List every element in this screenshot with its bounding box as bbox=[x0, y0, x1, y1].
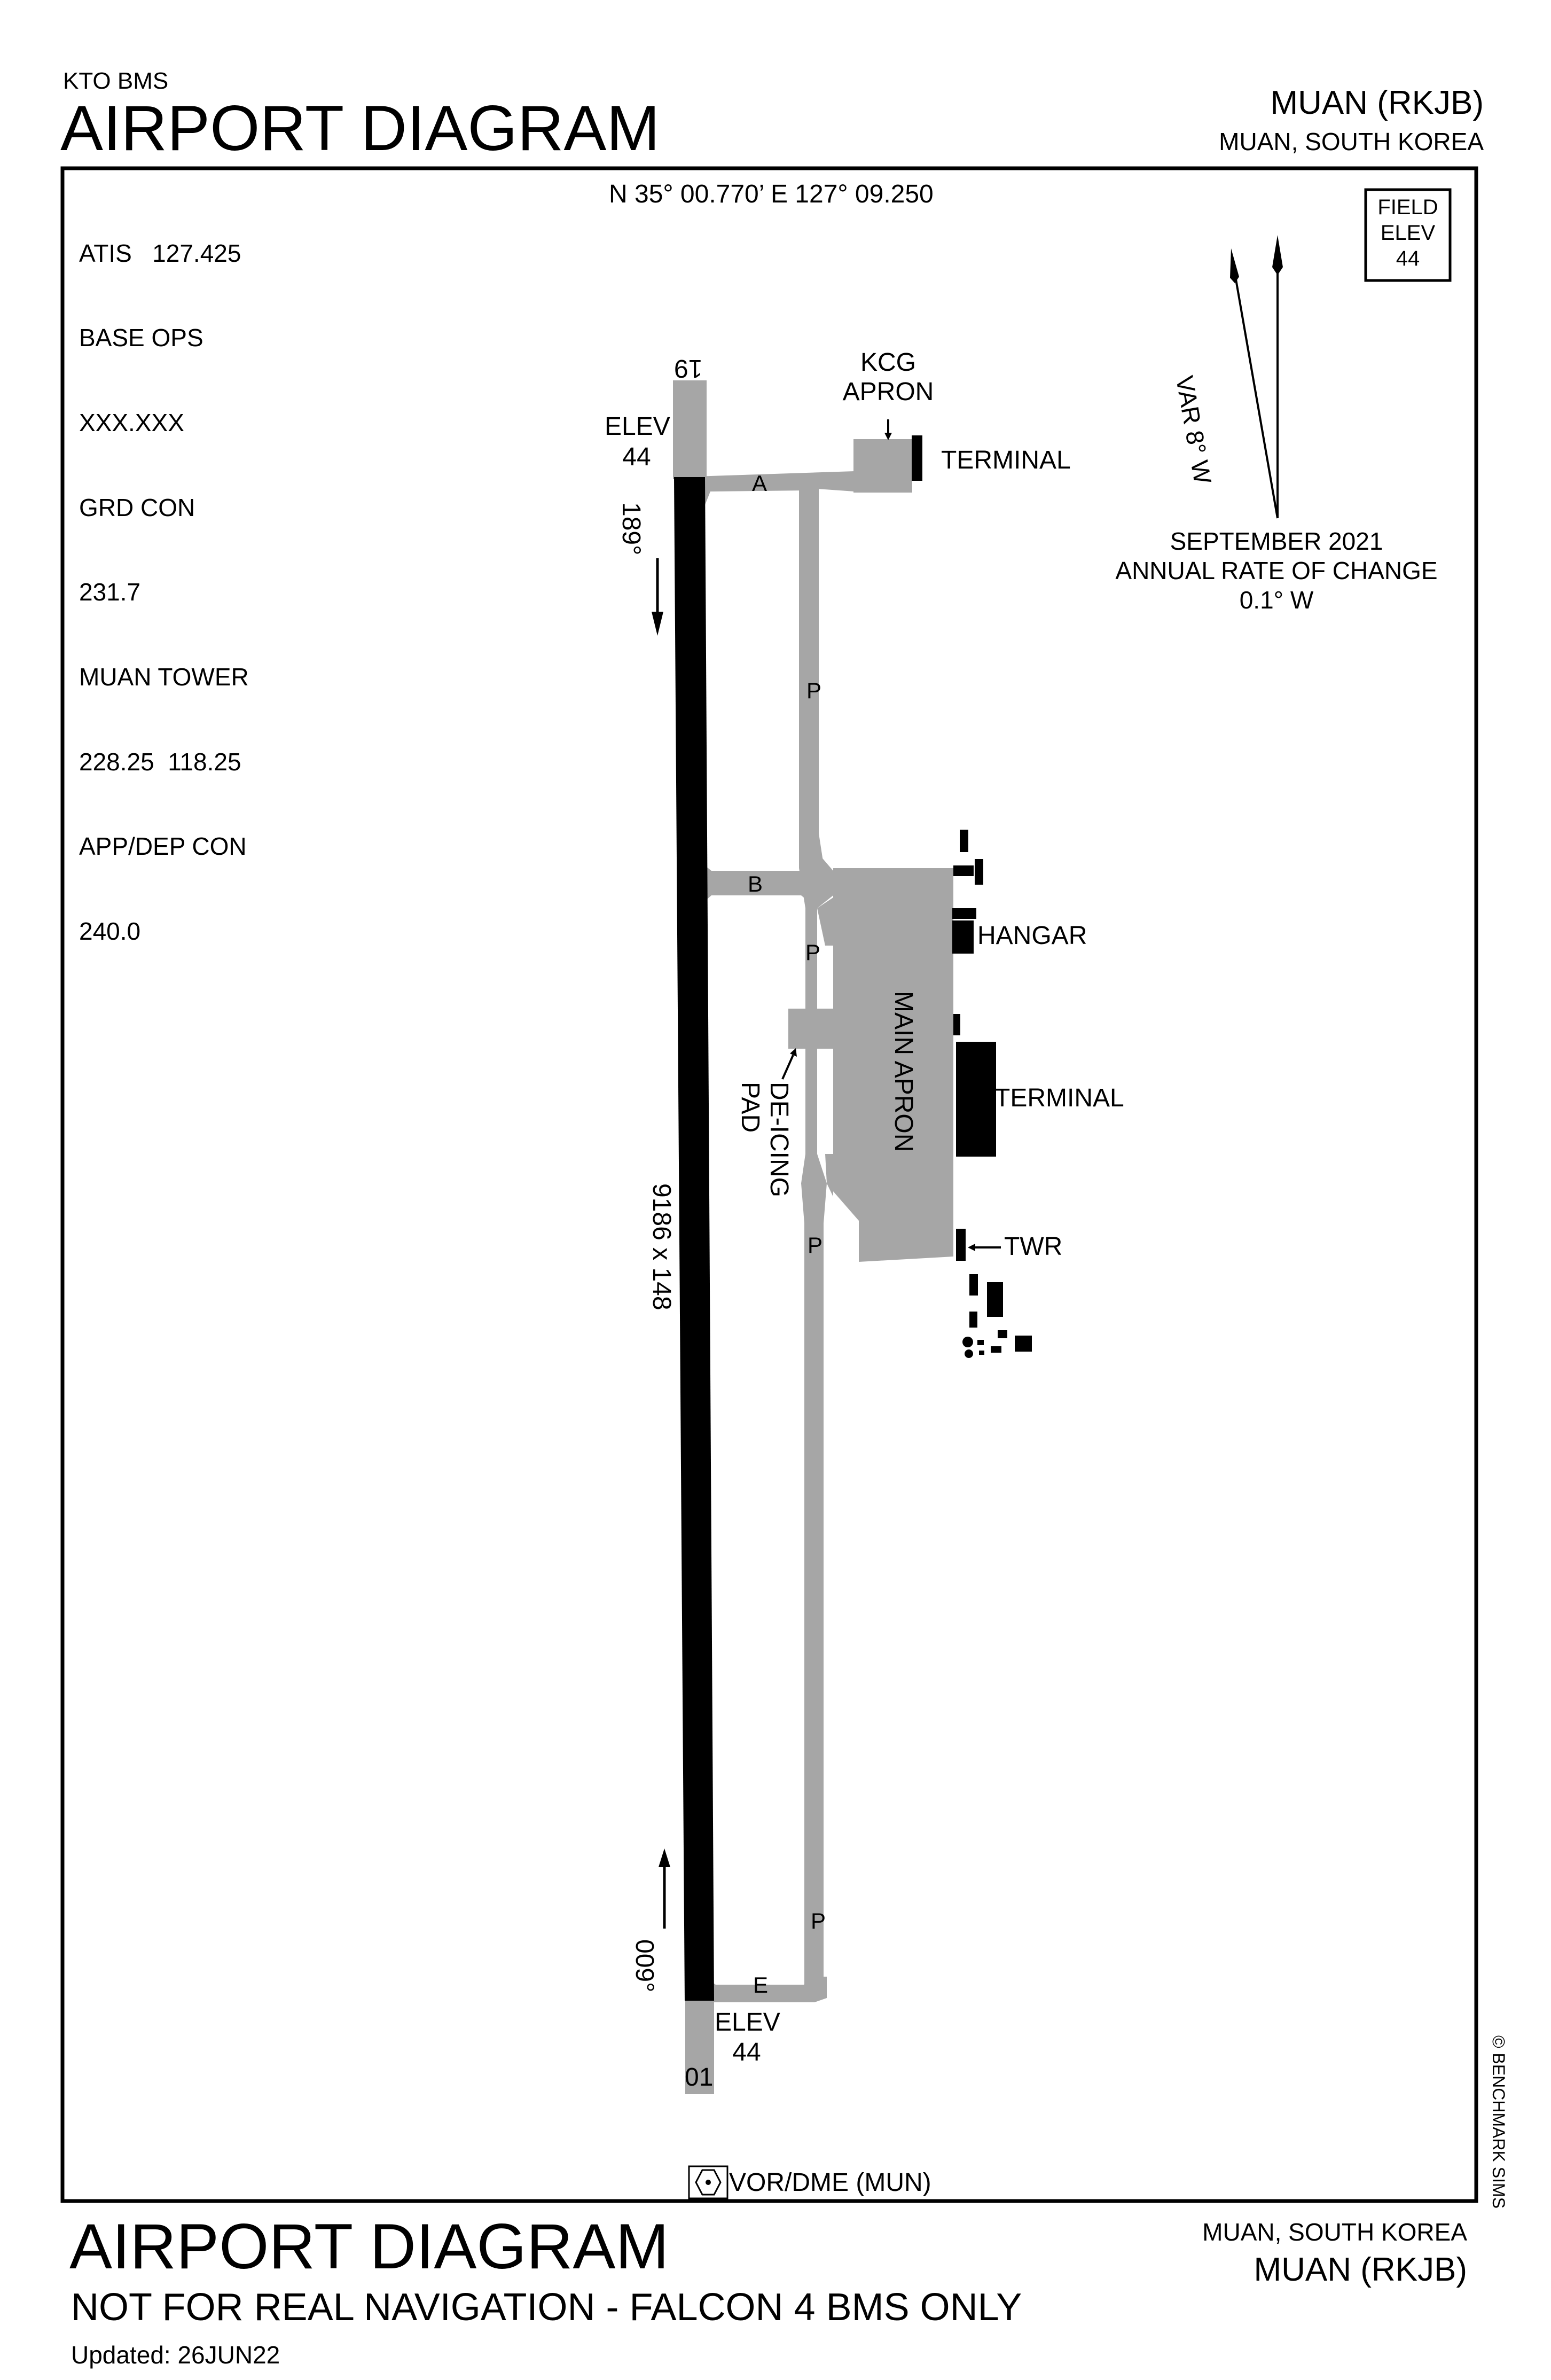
taxiway-e-label: E bbox=[753, 1972, 769, 1997]
north-arrows bbox=[1230, 235, 1283, 519]
app-dep-label: APP/DEP CON bbox=[79, 832, 247, 861]
building-8 bbox=[969, 1312, 977, 1328]
terminal-north-label: TERMINAL bbox=[941, 446, 1071, 474]
leader-lines bbox=[781, 419, 1001, 1251]
field-elev-box bbox=[1364, 188, 1452, 282]
taxiway-p-label-2: P bbox=[805, 940, 821, 965]
taxiway-b bbox=[697, 852, 860, 908]
ground-freq: 231.7 bbox=[79, 578, 141, 606]
airport-coordinates: N 35° 00.770’ E 127° 09.250 bbox=[609, 180, 934, 208]
atis-freq: ATIS 127.425 bbox=[79, 239, 241, 267]
airport-name: MUAN (RKJB) bbox=[1270, 84, 1484, 121]
building-10 bbox=[1015, 1336, 1032, 1352]
kcg-terminal-building bbox=[912, 435, 922, 481]
app-dep-freq: 240.0 bbox=[79, 917, 141, 946]
page-title: AIRPORT DIAGRAM bbox=[60, 92, 660, 164]
taxiway-p-label-4: P bbox=[811, 1908, 826, 1933]
building-2 bbox=[953, 865, 974, 876]
footer-title: AIRPORT DIAGRAM bbox=[69, 2211, 669, 2282]
north-elev-label: ELEV bbox=[605, 412, 670, 441]
building-4 bbox=[952, 908, 976, 919]
deicing-pad-label-1: DE-ICING bbox=[765, 1082, 793, 1197]
building-12 bbox=[991, 1346, 1001, 1353]
footer-location: MUAN, SOUTH KOREA bbox=[1202, 2218, 1467, 2246]
field-elev-label-2: ELEV bbox=[1380, 221, 1436, 245]
main-apron bbox=[833, 868, 953, 1262]
frequency-list: ATIS 127.425 BASE OPS XXX.XXX GRD CON 23… bbox=[79, 183, 249, 974]
taxiway-p-label-1: P bbox=[806, 678, 822, 703]
tank-1 bbox=[962, 1337, 973, 1347]
building-3 bbox=[975, 859, 983, 885]
vor-dme-icon bbox=[688, 2165, 728, 2199]
tower-freq: 228.25 118.25 bbox=[79, 747, 241, 776]
deicing-pad bbox=[788, 1009, 841, 1049]
building-9 bbox=[998, 1330, 1007, 1338]
airport-location: MUAN, SOUTH KOREA bbox=[1219, 128, 1484, 155]
runway-01-19 bbox=[674, 477, 714, 2001]
runway-01-label: 01 bbox=[685, 2063, 714, 2092]
mag-rate-value: 0.1° W bbox=[1239, 586, 1314, 614]
source-label: KTO BMS bbox=[63, 68, 169, 94]
south-elev-value: 44 bbox=[732, 2038, 761, 2066]
runway-heading-009: 009° bbox=[630, 1939, 659, 1993]
footer-updated: Updated: 26JUN22 bbox=[71, 2341, 280, 2369]
mag-epoch: SEPTEMBER 2021 bbox=[1170, 527, 1383, 555]
base-ops-freq: XXX.XXX bbox=[79, 409, 184, 437]
taxiway-connector-2 bbox=[825, 1154, 833, 1197]
main-apron-label: MAIN APRON bbox=[889, 991, 918, 1152]
pavement bbox=[673, 380, 953, 2094]
field-elev-label-1: FIELD bbox=[1377, 196, 1438, 219]
runway-19-label: 19 bbox=[674, 354, 703, 383]
runway-overrun-north bbox=[673, 380, 707, 479]
taxiway-e bbox=[704, 1977, 827, 2009]
buildings bbox=[912, 435, 1032, 1358]
building-11 bbox=[977, 1340, 984, 1345]
main-terminal-building bbox=[956, 1042, 996, 1157]
hangar-label: HANGAR bbox=[977, 922, 1087, 950]
deicing-pad-label-2: PAD bbox=[736, 1082, 764, 1133]
terminal-main-label: TERMINAL bbox=[994, 1084, 1124, 1112]
copyright: © BENCHMARK SIMS bbox=[1489, 2035, 1508, 2209]
south-elev-label: ELEV bbox=[715, 2008, 780, 2036]
field-elev-value: 44 bbox=[1396, 247, 1420, 270]
taxiway-p-label-3: P bbox=[808, 1232, 823, 1258]
taxiway-connector-1 bbox=[817, 898, 833, 946]
footer-disclaimer: NOT FOR REAL NAVIGATION - FALCON 4 BMS O… bbox=[71, 2286, 1022, 2329]
runway-overrun-south bbox=[685, 2001, 714, 2094]
mag-rate-label: ANNUAL RATE OF CHANGE bbox=[1115, 557, 1438, 584]
kcg-apron-label-1: KCG bbox=[860, 348, 916, 377]
building-7 bbox=[987, 1282, 1003, 1317]
hangar-building bbox=[952, 920, 974, 954]
tower-label: TWR bbox=[1004, 1232, 1063, 1261]
heading-arrows bbox=[652, 558, 670, 1929]
taxiway-a bbox=[694, 471, 855, 508]
runway-dimensions: 9186 x 148 bbox=[647, 1183, 676, 1310]
tower-building bbox=[956, 1229, 966, 1261]
kcg-apron-label-2: APRON bbox=[842, 378, 934, 406]
ground-label: GRD CON bbox=[79, 493, 195, 521]
kcg-apron bbox=[853, 439, 912, 493]
building-5 bbox=[953, 1014, 960, 1035]
building-1 bbox=[960, 830, 968, 852]
base-ops-label: BASE OPS bbox=[79, 324, 203, 352]
footer-airport: MUAN (RKJB) bbox=[1254, 2251, 1467, 2288]
tank-2 bbox=[965, 1349, 973, 1358]
map-frame bbox=[60, 166, 1478, 2203]
tower-label: MUAN TOWER bbox=[79, 663, 249, 691]
building-13 bbox=[979, 1351, 984, 1355]
runway-heading-189: 189° bbox=[617, 502, 645, 556]
north-elev-value: 44 bbox=[622, 443, 651, 471]
vor-dme-label: VOR/DME (MUN) bbox=[729, 2168, 931, 2197]
building-6 bbox=[969, 1274, 978, 1296]
taxiway-b-label: B bbox=[748, 871, 763, 896]
taxiway-a-label: A bbox=[752, 471, 767, 496]
